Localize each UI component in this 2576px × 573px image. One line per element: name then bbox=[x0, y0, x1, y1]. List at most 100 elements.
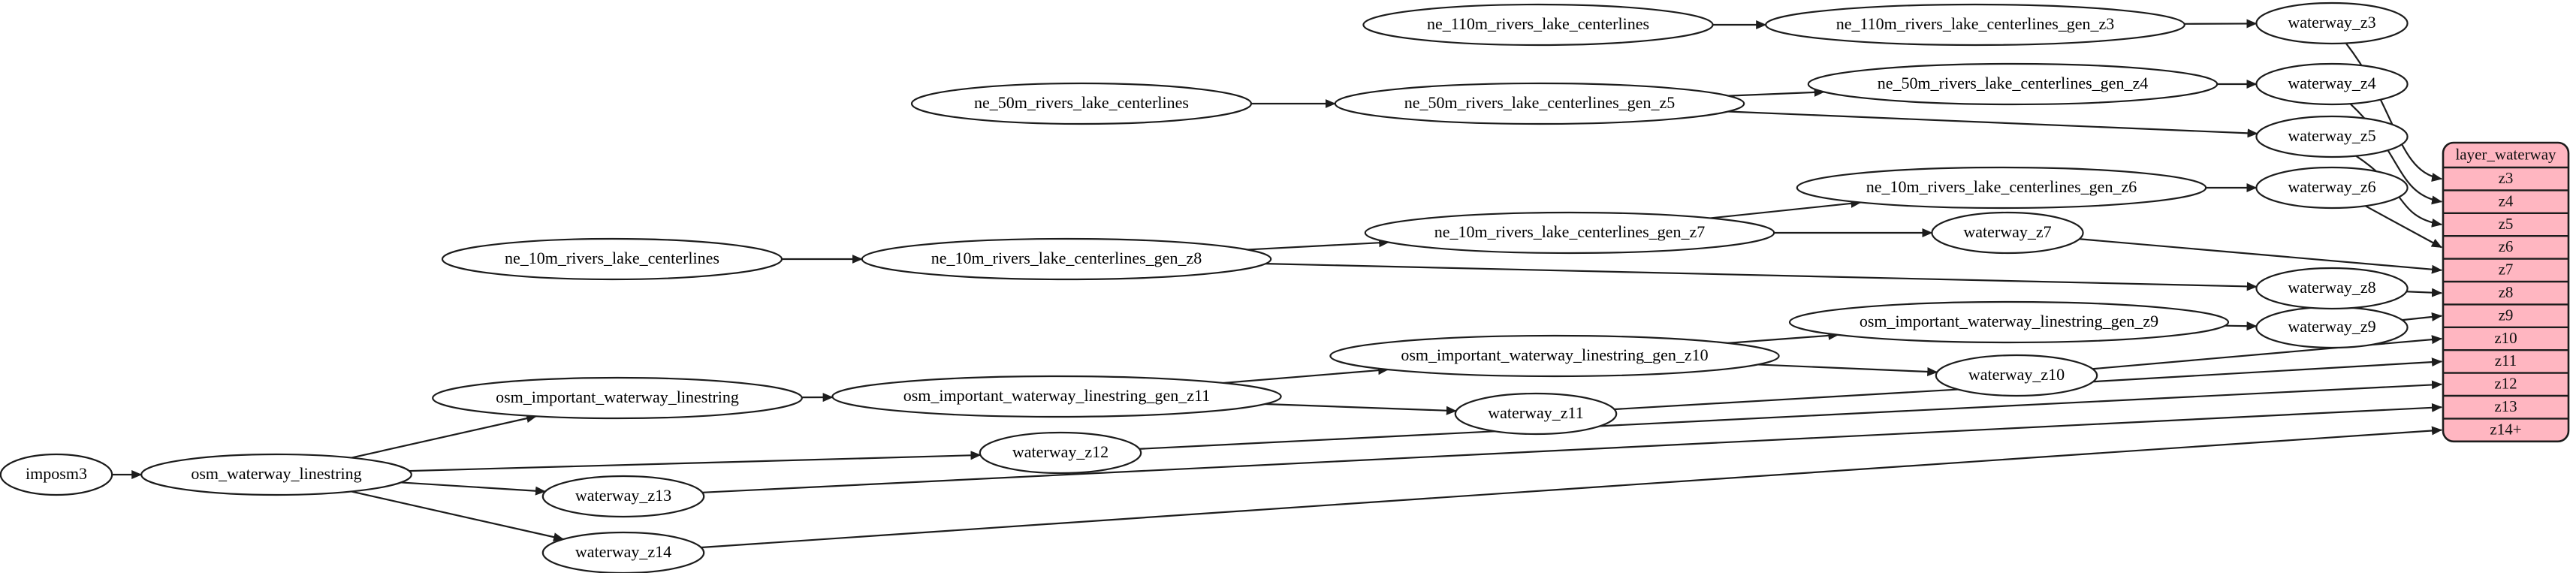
node-ellipse bbox=[1796, 166, 2207, 210]
node-label: waterway_z13 bbox=[575, 486, 671, 505]
node-ellipse bbox=[441, 237, 783, 281]
edge-osm_waterway_linestring-to-waterway_z13 bbox=[400, 481, 546, 496]
node-label: waterway_z3 bbox=[2288, 13, 2375, 32]
node-waterway_z12: waterway_z12 bbox=[979, 431, 1142, 475]
node-ne_110m_rivers_lake_centerlines_gen_z3: ne_110m_rivers_lake_centerlines_gen_z3 bbox=[1765, 3, 2185, 47]
node-label: ne_10m_rivers_lake_centerlines_gen_z6 bbox=[1866, 177, 2137, 196]
edge-ne_50m_rivers_lake_centerlines_gen_z5-to-waterway_z5 bbox=[1727, 110, 2258, 138]
node-ellipse bbox=[1454, 392, 1618, 436]
node-waterway_z7: waterway_z7 bbox=[1931, 211, 2084, 255]
edge-osm_important_waterway_linestring_gen_z10-to-waterway_z10 bbox=[1757, 363, 1938, 376]
table-row-z8: z8 bbox=[2499, 283, 2514, 301]
edge-osm_important_waterway_linestring_gen_z11-to-osm_important_waterway_linestring_gen_z10 bbox=[1223, 366, 1389, 385]
edge-ne_50m_rivers_lake_centerlines_gen_z5-to-ne_50m_rivers_lake_centerlines_gen_z4 bbox=[1728, 87, 1825, 97]
node-ne_110m_rivers_lake_centerlines: ne_110m_rivers_lake_centerlines bbox=[1362, 3, 1714, 47]
node-ellipse bbox=[541, 531, 705, 573]
edges-layer bbox=[112, 19, 2442, 549]
node-label: waterway_z10 bbox=[1968, 365, 2065, 384]
node-ellipse bbox=[1935, 354, 2098, 397]
node-ellipse bbox=[1334, 82, 1745, 125]
table-row-z3: z3 bbox=[2499, 169, 2514, 187]
node-ellipse bbox=[1807, 62, 2219, 106]
table-title: layer_waterway bbox=[2455, 145, 2556, 163]
node-label: waterway_z14 bbox=[575, 542, 671, 561]
node-ellipse bbox=[2255, 166, 2409, 210]
node-ne_50m_rivers_lake_centerlines: ne_50m_rivers_lake_centerlines bbox=[910, 82, 1253, 125]
table-row-z4: z4 bbox=[2499, 192, 2514, 210]
node-osm_important_waterway_linestring_gen_z9: osm_important_waterway_linestring_gen_z9 bbox=[1788, 300, 2230, 344]
node-label: waterway_z7 bbox=[1963, 222, 2051, 241]
node-label: waterway_z5 bbox=[2288, 126, 2375, 145]
edge-waterway_z10-to-row-z10 bbox=[2092, 335, 2442, 370]
node-waterway_z14: waterway_z14 bbox=[541, 531, 705, 573]
edge-waterway_z14-to-row-z14+ bbox=[701, 426, 2442, 549]
node-ellipse bbox=[2255, 267, 2409, 310]
edge-waterway_z12-to-row-z12 bbox=[1139, 380, 2442, 450]
node-waterway_z10: waterway_z10 bbox=[1935, 354, 2098, 397]
node-ellipse bbox=[1362, 3, 1714, 47]
table-row-z5: z5 bbox=[2499, 215, 2514, 233]
node-ellipse bbox=[1329, 334, 1780, 378]
edge-waterway_z5-to-row-z5 bbox=[2355, 155, 2442, 228]
node-label: osm_waterway_linestring bbox=[191, 464, 361, 483]
table-row-z11: z11 bbox=[2495, 351, 2517, 369]
node-ellipse bbox=[2255, 62, 2409, 106]
layer-waterway-table: layer_waterwayz3z4z5z6z7z8z9z10z11z12z13… bbox=[2442, 141, 2570, 443]
node-label: ne_50m_rivers_lake_centerlines_gen_z4 bbox=[1878, 74, 2148, 92]
node-ellipse bbox=[979, 431, 1142, 475]
node-ne_10m_rivers_lake_centerlines_gen_z6: ne_10m_rivers_lake_centerlines_gen_z6 bbox=[1796, 166, 2207, 210]
node-osm_important_waterway_linestring_gen_z11: osm_important_waterway_linestring_gen_z1… bbox=[831, 375, 1282, 418]
node-label: waterway_z11 bbox=[1488, 403, 1583, 422]
node-imposm3: imposm3 bbox=[0, 453, 113, 496]
node-waterway_z9: waterway_z9 bbox=[2255, 306, 2409, 349]
node-label: waterway_z8 bbox=[2288, 278, 2375, 297]
edge-osm_important_waterway_linestring_gen_z10-to-osm_important_waterway_linestring_gen_z9 bbox=[1727, 330, 1839, 344]
node-label: ne_110m_rivers_lake_centerlines_gen_z3 bbox=[1836, 14, 2115, 33]
table-outline bbox=[2442, 141, 2570, 443]
node-ellipse bbox=[1765, 3, 2185, 47]
node-osm_important_waterway_linestring: osm_important_waterway_linestring bbox=[432, 376, 803, 420]
table-row-z6: z6 bbox=[2499, 237, 2514, 255]
table-row-z7: z7 bbox=[2499, 261, 2514, 279]
node-label: osm_important_waterway_linestring_gen_z9 bbox=[1860, 312, 2158, 330]
edge-osm_waterway_linestring-to-waterway_z14 bbox=[351, 490, 565, 542]
edge-osm_important_waterway_linestring_gen_z11-to-waterway_z11 bbox=[1265, 403, 1457, 415]
node-label: waterway_z4 bbox=[2288, 74, 2375, 92]
node-ellipse bbox=[140, 453, 412, 496]
node-ne_10m_rivers_lake_centerlines_gen_z7: ne_10m_rivers_lake_centerlines_gen_z7 bbox=[1364, 211, 1775, 255]
node-label: osm_important_waterway_linestring_gen_z1… bbox=[1401, 345, 1708, 364]
table-row-z9: z9 bbox=[2499, 306, 2514, 324]
table-row-z14+: z14+ bbox=[2490, 420, 2521, 438]
edge-osm_important_waterway_linestring_gen_z9-to-waterway_z9 bbox=[2225, 321, 2258, 331]
node-waterway_z5: waterway_z5 bbox=[2255, 115, 2409, 158]
node-label: ne_10m_rivers_lake_centerlines_gen_z8 bbox=[931, 249, 1202, 267]
nodes-layer: imposm3 osm_waterway_linestring osm_import… bbox=[0, 2, 2409, 573]
node-waterway_z3: waterway_z3 bbox=[2255, 2, 2409, 45]
node-ellipse bbox=[541, 475, 705, 518]
edge-waterway_z13-to-row-z13 bbox=[702, 403, 2442, 493]
edge-waterway_z9-to-row-z9 bbox=[2402, 312, 2442, 321]
edge-ne_10m_rivers_lake_centerlines_gen_z8-to-waterway_z8 bbox=[1265, 263, 2258, 291]
node-label: imposm3 bbox=[26, 464, 87, 483]
node-label: ne_10m_rivers_lake_centerlines bbox=[505, 249, 719, 267]
node-ellipse bbox=[1364, 211, 1775, 255]
edge-waterway_z8-to-row-z8 bbox=[2406, 288, 2442, 297]
node-osm_important_waterway_linestring_gen_z10: osm_important_waterway_linestring_gen_z1… bbox=[1329, 334, 1780, 378]
node-ne_10m_rivers_lake_centerlines_gen_z8: ne_10m_rivers_lake_centerlines_gen_z8 bbox=[861, 237, 1272, 281]
node-waterway_z13: waterway_z13 bbox=[541, 475, 705, 518]
node-ellipse bbox=[1931, 211, 2084, 255]
edge-waterway_z6-to-row-z6 bbox=[2364, 205, 2442, 249]
node-label: waterway_z6 bbox=[2288, 177, 2375, 196]
node-waterway_z4: waterway_z4 bbox=[2255, 62, 2409, 106]
table-row-z10: z10 bbox=[2494, 329, 2517, 347]
node-label: osm_important_waterway_linestring bbox=[496, 388, 739, 406]
edge-ne_10m_rivers_lake_centerlines_gen_z8-to-ne_10m_rivers_lake_centerlines_gen_z7 bbox=[1247, 238, 1390, 251]
node-ellipse bbox=[432, 376, 803, 420]
node-label: osm_important_waterway_linestring_gen_z1… bbox=[903, 386, 1211, 405]
node-ellipse bbox=[2255, 115, 2409, 158]
node-waterway_z8: waterway_z8 bbox=[2255, 267, 2409, 310]
node-ellipse bbox=[910, 82, 1253, 125]
node-ne_50m_rivers_lake_centerlines_gen_z5: ne_50m_rivers_lake_centerlines_gen_z5 bbox=[1334, 82, 1745, 125]
